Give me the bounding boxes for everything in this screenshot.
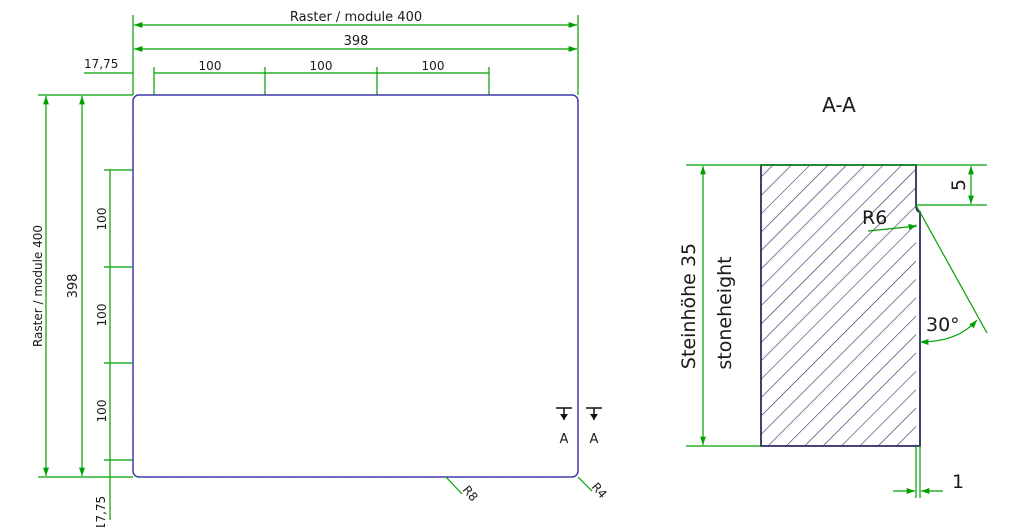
- stone-height-label: Steinhöhe 35: [678, 243, 700, 369]
- left-spacing-label: 100: [95, 400, 109, 423]
- width-label: 398: [344, 34, 369, 49]
- offset-left-label: 17,75: [84, 57, 118, 71]
- height-label: 398: [66, 274, 81, 299]
- plan-view: Raster / module 400 398 17,75 100 100 10…: [31, 10, 610, 527]
- top-spacing-dimensions: 100 100 100: [153, 59, 490, 95]
- chamfer-label: 5: [948, 179, 970, 191]
- section-view: A-A Steinhöhe 35 stoneheight 5 R6 30° 1: [678, 93, 988, 498]
- section-hatch: [761, 165, 916, 446]
- section-marker-left-label: A: [560, 432, 569, 447]
- offset-bottom-label: 17,75: [94, 496, 108, 527]
- radius-8-leader: [445, 476, 463, 495]
- raster-left-label: Raster / module 400: [31, 225, 45, 347]
- top-spacing-label: 100: [422, 59, 445, 73]
- radius-6-label: R6: [862, 207, 887, 229]
- radius-4-leader: [577, 476, 593, 492]
- angle-arc: [919, 319, 978, 345]
- section-title: A-A: [822, 93, 856, 117]
- top-spacing-label: 100: [310, 59, 333, 73]
- top-spacing-label: 100: [199, 59, 222, 73]
- section-marker-left: A: [556, 407, 572, 447]
- radius-8-label: R8: [460, 483, 481, 504]
- radius-4-label: R4: [589, 480, 610, 501]
- radius-6-leader: [867, 223, 918, 232]
- stone-height-label-en: stoneheight: [714, 256, 736, 369]
- angle-label: 30°: [926, 314, 960, 336]
- left-spacing-dimensions: 100 100 100: [95, 169, 133, 520]
- left-spacing-label: 100: [95, 304, 109, 327]
- section-marker-right: A: [586, 407, 602, 447]
- section-marker-right-label: A: [590, 432, 599, 447]
- raster-top-label: Raster / module 400: [290, 10, 422, 25]
- left-spacing-label: 100: [95, 208, 109, 231]
- angle-leg: [915, 204, 988, 334]
- gap-label: 1: [952, 471, 964, 493]
- stone-outline: [132, 94, 579, 478]
